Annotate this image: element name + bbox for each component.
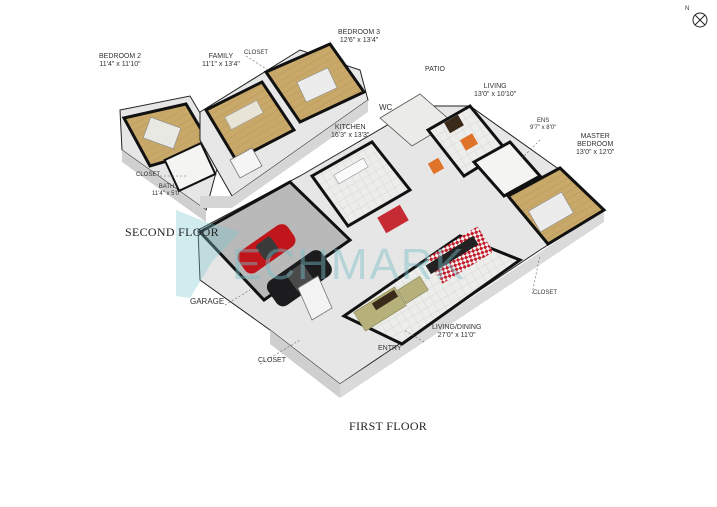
first-floor-right-side [340,210,604,398]
compass-north-label: N [685,6,690,12]
second-floor-front-wall [200,100,368,208]
label-family: FAMILY 11'1" x 13'4" [202,53,240,69]
leader-lines [160,55,541,365]
label-living-dim: 13'0" x 10'10" [474,91,517,99]
coffee-table [371,289,399,311]
dining-table [425,235,479,275]
label-closet-right: CLOSET [533,290,558,296]
label-master-dim: 13'0" x 12'0" [576,149,615,157]
second-floor-plan [119,42,369,222]
label-ens: ENS 9'7" x 8'0" [530,118,556,132]
label-bedroom-3: BEDROOM 3 12'6" x 13'4" [338,29,380,45]
label-ens-name: ENS [536,118,550,124]
family-floor [203,80,297,162]
stairs-first-floor [297,275,333,321]
label-closet-bottom: CLOSET [258,357,287,364]
label-bath-dim: 11'4" x 5'0" [152,190,182,197]
bed-bedroom-3 [296,67,338,103]
label-master-bedroom: MASTER BEDROOM 13'0" x 12'0" [576,133,614,157]
watermark-logo-shape [176,210,240,298]
label-kitchen-name: KITCHEN [334,124,366,131]
red-car [237,224,296,274]
label-closet-top: CLOSET [244,50,269,56]
label-family-name: FAMILY [208,53,234,60]
orange-chair-2 [427,157,445,175]
kitchen-floor [309,140,413,228]
label-living-dining: LIVING/DINING 27'0" x 11'0" [432,324,481,340]
label-living-dining-dim: 27'0" x 11'0" [437,332,476,340]
label-family-dim: 11'1" x 13'4" [202,61,240,69]
ensuite-floor [471,140,543,198]
label-bedroom-2-dim: 11'4" x 11'10" [99,61,141,69]
second-floor-slab-side [122,150,206,222]
label-ens-dim: 9'7" x 8'0" [530,124,557,131]
label-living-dining-name: LIVING/DINING [432,324,482,331]
label-patio: PATIO [425,66,445,73]
label-bedroom-3-dim: 12'6" x 13'4" [339,37,379,45]
first-floor-title: FIRST FLOOR [349,419,428,433]
label-living: LIVING 13'0" x 10'10" [474,83,516,99]
orange-chair-1 [459,133,479,151]
bath-floor [163,141,217,193]
compass-icon [692,12,708,28]
kitchen-island [333,157,369,185]
first-floor-plan [197,93,607,398]
second-floor-title: SECOND FLOOR [125,225,219,239]
bed-master [528,191,574,233]
red-rug-kitchen [377,204,409,234]
label-bath-name: BATH [158,184,175,190]
fireplace [444,114,464,134]
first-floor-front-side [270,330,340,398]
label-entry: ENTRY [378,345,402,352]
label-master-name: MASTER [580,133,610,140]
label-closet-left: CLOSET [136,172,161,178]
stairs-second-floor [229,147,263,179]
label-garage: GARAGE [190,297,225,306]
sofa-armchair [397,275,429,305]
label-bedroom-2: BEDROOM 2 11'4" x 11'10" [99,53,141,69]
label-living-name: LIVING [483,83,507,90]
label-bath: BATH 11'4" x 5'0" [152,184,181,198]
label-bedroom-3-name: BEDROOM 3 [338,29,381,36]
label-wc: WC [379,103,393,112]
label-master-name2: BEDROOM [577,141,614,149]
watermark-text: ECHMARK [232,240,467,289]
label-bedroom-2-name: BEDROOM 2 [99,53,142,60]
label-kitchen-dim: 16'3" x 13'3" [331,132,370,140]
label-kitchen: KITCHEN 16'3" x 13'3" [331,124,369,140]
bed-bedroom-2 [142,116,182,150]
sofa-family [224,99,264,131]
